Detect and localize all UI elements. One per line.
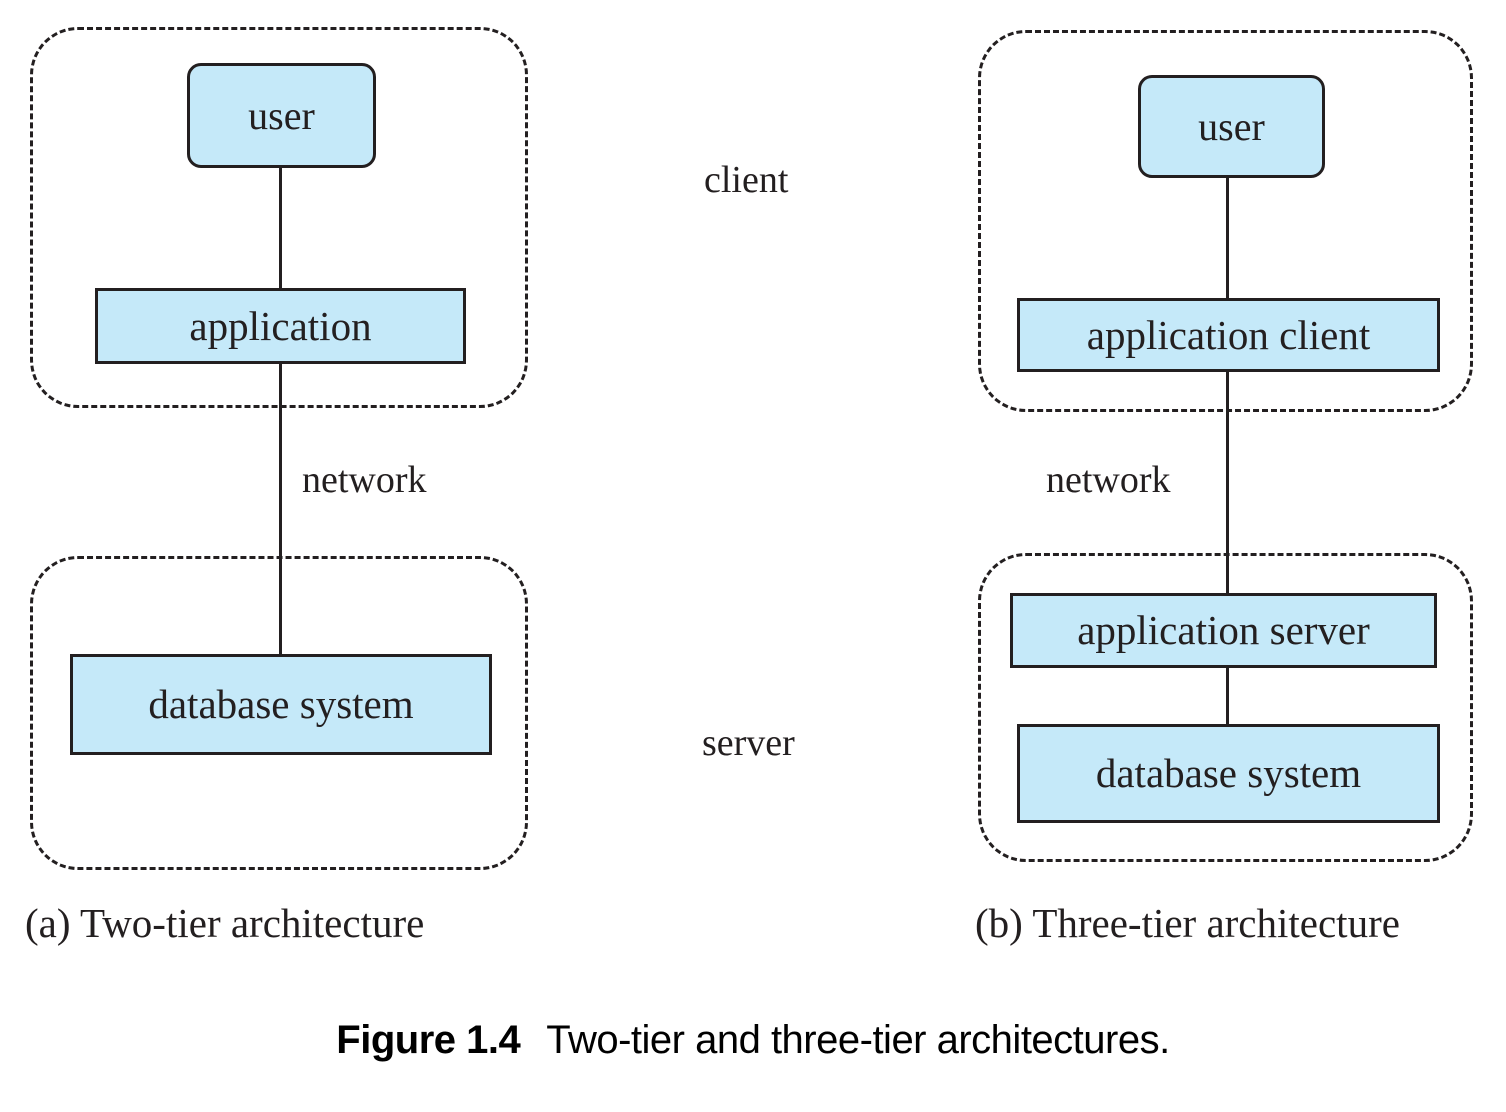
three-tier-node-application-client[interactable]: application client [1017, 298, 1440, 372]
three-tier-node-database-system[interactable]: database system [1017, 724, 1440, 823]
two-tier-node-database-system[interactable]: database system [70, 654, 492, 755]
two-tier-subcaption: (a) Two-tier architecture [25, 900, 425, 946]
three-tier-edge-user-application-client [1226, 176, 1229, 302]
three-tier-node-application-server-label: application server [1077, 607, 1370, 653]
two-tier-node-user[interactable]: user [187, 63, 376, 168]
figure-caption-text: Two-tier and three-tier architectures. [546, 1018, 1170, 1062]
two-tier-node-application[interactable]: application [95, 288, 466, 364]
figure-caption-label: Figure 1.4 [336, 1018, 521, 1062]
two-tier-node-user-label: user [248, 92, 315, 138]
two-tier-edge-label-network: network [302, 459, 427, 501]
two-tier-node-application-label: application [189, 302, 372, 349]
three-tier-edge-application-server-database-system [1226, 665, 1229, 727]
two-tier-edge-user-application [279, 166, 282, 292]
three-tier-server-tier-container [978, 553, 1473, 862]
figure-caption: Figure 1.4 Two-tier and three-tier archit… [0, 1018, 1506, 1063]
three-tier-edge-application-client-application-server [1226, 369, 1229, 597]
three-tier-node-application-server[interactable]: application server [1010, 593, 1437, 668]
tier-label-server: server [702, 722, 795, 764]
two-tier-node-database-system-label: database system [148, 681, 414, 727]
three-tier-node-user[interactable]: user [1138, 75, 1325, 178]
three-tier-client-tier-container [978, 30, 1473, 412]
three-tier-edge-label-network: network [1046, 459, 1171, 501]
three-tier-node-database-system-label: database system [1095, 750, 1362, 796]
three-tier-node-application-client-label: application client [1086, 311, 1371, 358]
two-tier-edge-application-database [279, 361, 282, 657]
three-tier-node-user-label: user [1198, 103, 1265, 149]
three-tier-subcaption: (b) Three-tier architecture [975, 900, 1400, 946]
tier-label-client: client [704, 159, 789, 201]
